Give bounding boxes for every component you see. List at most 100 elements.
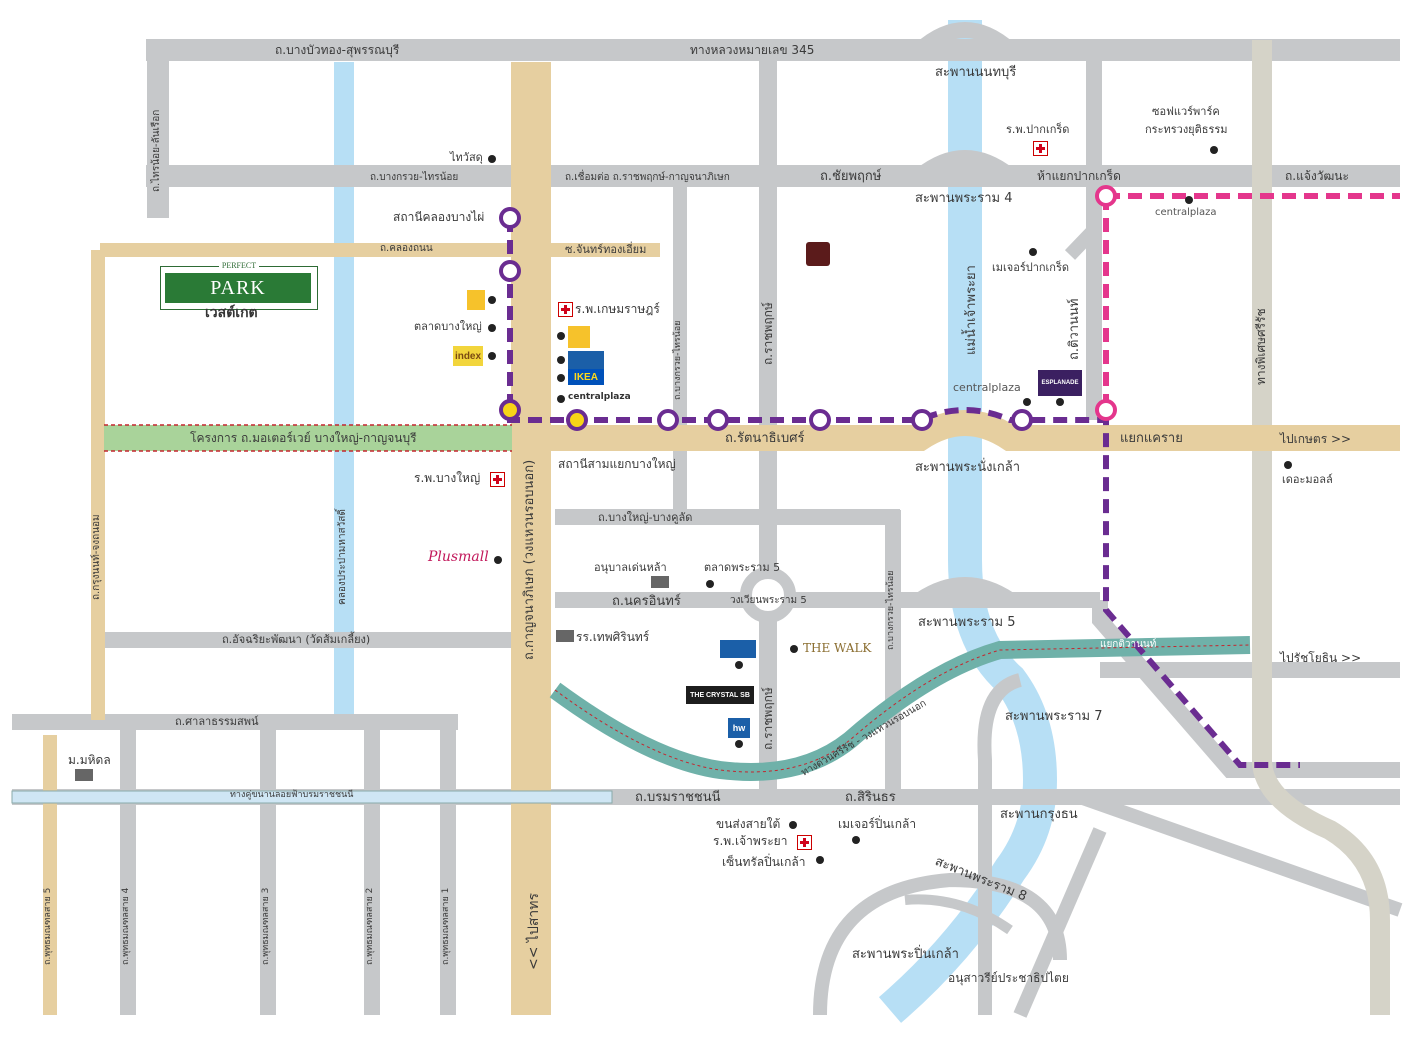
- school-icon-kindergarten: [651, 576, 669, 588]
- road-sri-rat: ทางพิเศษศรีรัช: [1254, 308, 1268, 385]
- station-markers: [499, 185, 1117, 431]
- bridge-nonthaburi: สะพานนนทบุรี: [935, 65, 1017, 80]
- place-the-mall: เดอะมอลล์: [1282, 473, 1333, 486]
- to-sathorn: << ไปสาทร: [526, 893, 542, 970]
- road-sainoi-sanruea: ถ.ไทรน้อย-ลันเรือก: [151, 109, 162, 192]
- place-thaisat: ไทวัสดุ: [450, 151, 483, 164]
- place-software-park: ซอฟแวร์พาร์ค: [1152, 105, 1220, 118]
- place-mahidol: ม.มหิดล: [68, 753, 111, 767]
- place-school-thepsirin: รร.เทพศิรินทร์: [576, 630, 650, 644]
- talad-bangyai-dot: [488, 324, 496, 332]
- road-bangkruai-sainoi-vertical: ถ.บางกรวย-ไทรน้อย: [673, 320, 683, 400]
- road-highway345: ทางหลวงหมายเลข 345: [690, 43, 815, 57]
- road-chaiyaphruek: ถ.ชัยพฤกษ์: [820, 169, 882, 184]
- road-elevated-boromma: ทางคู่ขนานลอยฟ้าบรมราชชนนี: [230, 790, 354, 800]
- place-talad-rama5: ตลาดพระราม 5: [704, 561, 781, 574]
- ikea-dot: [557, 374, 565, 382]
- road-khae-tiwanon: แยกติวานนท์: [1100, 639, 1157, 650]
- school-icon-thepsirin: [556, 630, 574, 642]
- road-rattanathibet: ถ.รัตนาธิเบศร์: [725, 431, 805, 446]
- esplanade-logo: ESPLANADE: [1038, 370, 1082, 396]
- plus-mall-logo: Plusmall: [428, 549, 489, 565]
- thaisat-dot: [488, 155, 496, 163]
- place-station-sam-yaek: สถานีสามแยกบางใหญ่: [558, 457, 676, 471]
- hw-dot: [735, 740, 743, 748]
- place-yaek-khae-rai: แยกแคราย: [1120, 431, 1183, 446]
- to-pracha: ไปรัชโยธิน >>: [1280, 651, 1362, 665]
- road-khlong-prapa: คลองประปามหาสวัสดิ์: [337, 509, 348, 605]
- purple-line: [507, 218, 1300, 768]
- big-c-logo-right: [568, 326, 590, 348]
- logo-name: PARK: [165, 273, 311, 303]
- chao-phraya-river: [878, 20, 1058, 1023]
- big-c-right-dot: [557, 332, 565, 340]
- road-krungnon: ถ.กรุงนนท์-จงถนอม: [91, 514, 102, 600]
- pakkret-hospital-icon: [1033, 141, 1048, 156]
- road-phutthamonthon3: ถ.พุทธมณฑลสาย 3: [261, 887, 271, 965]
- road-motorway-project: โครงการ ถ.มอเตอร์เวย์ บางใหญ่-กาญจนบุรี: [190, 431, 417, 445]
- the-mall-dot: [1284, 461, 1292, 469]
- motorway-project-band: [104, 425, 512, 451]
- road-phutthamonthon1: ถ.พุทธมณฑลสาย 1: [441, 887, 451, 965]
- place-democracy-monument: อนุสาวรีย์ประชาธิปไตย: [948, 971, 1069, 985]
- bridge-krungthon: สะพานกรุงธน: [1000, 807, 1078, 822]
- school-icon-mahidol: [75, 769, 93, 781]
- chaophraya-hospital-icon: [797, 835, 812, 850]
- place-bangyai-hospital: ร.พ.บางใหญ่: [414, 471, 481, 485]
- talad-rama5-dot: [706, 580, 714, 588]
- road-link-ratchaphruek: ถ.เชื่อมต่อ ถ.ราชพฤกษ์-กาญจนาภิเษก: [565, 172, 730, 183]
- index-dot: [488, 352, 496, 360]
- homepro-logo: [568, 351, 604, 369]
- kasemrad-hospital-icon: [558, 302, 573, 317]
- place-central-plaza-top: centralplaza: [1155, 207, 1217, 218]
- major-pinklao-dot: [852, 836, 860, 844]
- road-phutthamonthon5: ถ.พุทธมณฑลสาย 5: [43, 887, 53, 965]
- sri-rat-expressway-road: [1252, 40, 1390, 1015]
- road-chaengwattana: ถ.แจ้งวัฒนะ: [1285, 169, 1349, 183]
- big-c-logo-left: [467, 290, 485, 310]
- bridge-rama7: สะพานพระราม 7: [1005, 709, 1103, 724]
- road-bangkruai-sainoi: ถ.บางกรวย-ไทรน้อย: [370, 172, 459, 183]
- bridge-nangklao: สะพานพระนั่งเกล้า: [915, 460, 1021, 475]
- bus-terminal-dot: [789, 821, 797, 829]
- central-westgate-dot: [557, 395, 565, 403]
- bridge-rama4: สะพานพระราม 4: [915, 191, 1013, 206]
- road-phutthamonthon2: ถ.พุทธมณฑลสาย 2: [365, 887, 375, 965]
- place-major-pakkret: เมเจอร์ปากเกร็ด: [992, 261, 1070, 274]
- place-pakkret-hospital: ร.พ.ปากเกร็ด: [1006, 123, 1070, 136]
- road-khlong-thanon: ถ.คลองถนน: [380, 243, 433, 254]
- logo-top-text: PERFECT: [218, 261, 260, 270]
- place-kasemrad: ร.พ.เกษมราษฎร์: [575, 302, 660, 316]
- road-phutthamonthon4: ถ.พุทธมณฑลสาย 4: [121, 887, 131, 965]
- road-ratchaphruek-top: ถ.ราชพฤกษ์: [761, 302, 775, 365]
- bridge-pinklao: สะพานพระปิ่นเกล้า: [852, 947, 959, 962]
- road-atcharit: ถ.อัจฉริยะพัฒนา (วัดส้มเกลี้ยง): [222, 633, 371, 646]
- road-saladharma: ถ.ศาลาธรรมสพน์: [175, 715, 259, 728]
- road-sirindhorn: ถ.สิรินธร: [845, 790, 896, 805]
- road-bangkruai-sainoi-v2: ถ.บางกรวย-ไทรน้อย: [886, 570, 896, 650]
- place-bus-terminal: ขนส่งสายใต้: [716, 817, 781, 831]
- crystal-sb-logo: THE CRYSTAL SB: [686, 686, 754, 704]
- central-westgate-label: centralplaza: [568, 392, 631, 402]
- plus-mall-dot: [494, 556, 502, 564]
- road-bangbuathong: ถ.บางบัวทอง-สุพรรณบุรี: [275, 43, 400, 57]
- the-walk-dot: [790, 645, 798, 653]
- road-ratchaphruek-bottom: ถ.ราชพฤกษ์: [761, 687, 775, 750]
- ikea-logo: IKEA: [568, 369, 604, 385]
- index-logo: index: [453, 346, 483, 366]
- homepro-rama5-dot: [735, 661, 743, 669]
- road-bangyai-bangkulat: ถ.บางใหญ่-บางคูลัด: [598, 511, 693, 524]
- place-kindergarten: อนุบาลเด่นหล้า: [594, 561, 667, 574]
- road-wongwian-rama5: วงเวียนพระราม 5: [730, 595, 807, 606]
- central-rattanathibet-dot: [1023, 398, 1031, 406]
- road-nakhon-in: ถ.นครอินทร์: [612, 594, 681, 609]
- to-kaset: ไปเกษตร >>: [1280, 432, 1352, 446]
- place-talad-bangyai: ตลาดบางใหญ่: [414, 320, 482, 333]
- major-pakkret-dot: [1029, 248, 1037, 256]
- gray-roads: [12, 39, 1403, 1018]
- esplanade-dot: [1056, 398, 1064, 406]
- place-ministry-justice: กระทรวงยุติธรรม: [1145, 123, 1228, 136]
- bangyai-hospital-icon: [490, 472, 505, 487]
- hw-logo: hw: [728, 718, 750, 738]
